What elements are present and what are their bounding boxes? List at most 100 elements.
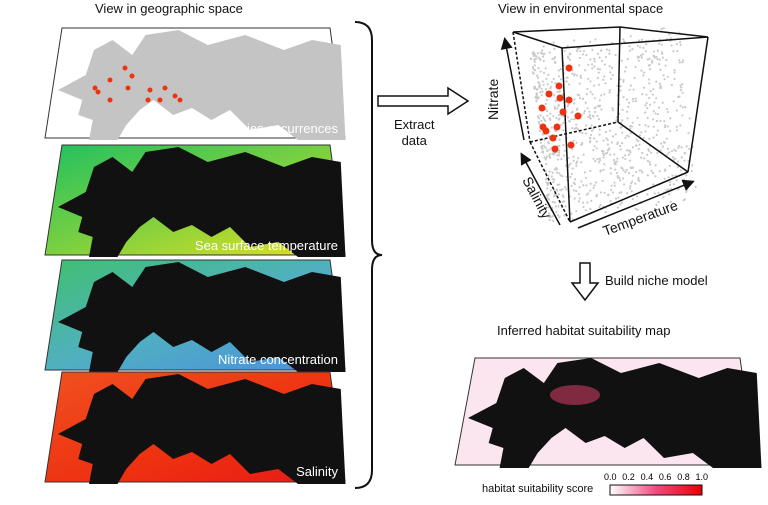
background-point: [645, 102, 648, 105]
background-point: [545, 98, 549, 102]
background-point: [628, 88, 631, 91]
background-point: [581, 131, 584, 135]
background-point: [576, 128, 579, 131]
background-point: [559, 189, 562, 192]
background-point: [583, 171, 586, 174]
background-point: [612, 158, 616, 162]
temperature-axis-arrow: [577, 179, 695, 229]
background-point: [563, 49, 566, 53]
background-point: [553, 47, 556, 50]
background-point: [535, 100, 538, 103]
background-point: [669, 183, 672, 187]
background-point: [624, 66, 628, 69]
background-point: [548, 218, 551, 222]
background-point: [589, 113, 592, 116]
background-point: [652, 125, 655, 128]
background-point: [682, 59, 685, 62]
background-point: [542, 71, 546, 74]
background-point: [627, 149, 631, 152]
background-point: [592, 148, 595, 152]
background-point: [624, 154, 627, 157]
background-point: [622, 38, 625, 41]
background-point: [567, 103, 570, 106]
background-point: [576, 93, 579, 96]
background-point: [570, 118, 573, 121]
background-point: [594, 38, 597, 41]
background-point: [569, 175, 572, 179]
background-point: [625, 134, 629, 137]
background-point: [625, 149, 628, 152]
background-point: [557, 69, 560, 72]
background-point: [618, 179, 622, 182]
background-point: [681, 83, 684, 86]
background-point: [681, 61, 684, 64]
background-point: [610, 141, 614, 144]
background-point: [570, 172, 573, 176]
background-point: [662, 27, 665, 30]
background-point: [648, 97, 651, 100]
background-point: [557, 118, 560, 121]
background-point: [608, 129, 612, 132]
layer-label: Salinity: [296, 464, 338, 479]
background-point: [669, 37, 672, 40]
background-point: [658, 82, 661, 85]
background-point: [598, 105, 601, 108]
environmental-space-plot: Nitrate Salinity Temperature: [485, 26, 709, 239]
background-point: [623, 40, 626, 43]
background-point: [556, 154, 559, 157]
background-point: [545, 181, 548, 184]
background-point: [582, 184, 585, 187]
background-point: [564, 164, 568, 167]
background-point: [673, 148, 676, 151]
layer-label: Sea surface temperature: [195, 238, 338, 253]
background-point: [652, 88, 655, 91]
background-point: [646, 106, 649, 110]
background-point: [583, 109, 586, 113]
background-point: [637, 140, 640, 143]
background-point: [615, 171, 619, 175]
background-point: [623, 70, 627, 73]
background-point: [543, 145, 546, 148]
title-environmental: View in environmental space: [498, 1, 664, 16]
background-point: [550, 175, 553, 178]
background-point: [556, 158, 560, 161]
background-point: [542, 45, 545, 48]
background-point: [562, 195, 565, 198]
legend-tick: 0.8: [677, 472, 690, 482]
occurrence-point: [92, 85, 98, 91]
background-point: [676, 49, 679, 53]
background-point: [652, 54, 655, 57]
background-point: [556, 107, 559, 110]
background-point: [642, 71, 646, 74]
background-point: [609, 77, 613, 80]
background-point: [631, 166, 634, 169]
background-point: [611, 107, 614, 110]
legend-tick: 0.6: [658, 472, 672, 482]
background-point: [636, 55, 640, 58]
background-point: [616, 176, 619, 179]
background-point: [678, 41, 682, 44]
background-point: [607, 148, 610, 151]
background-point: [540, 94, 543, 97]
background-point: [544, 158, 547, 161]
background-point: [575, 189, 578, 193]
background-point: [577, 200, 581, 203]
background-point: [591, 93, 594, 96]
background-point: [593, 97, 596, 100]
background-point: [596, 157, 599, 161]
background-point: [553, 168, 556, 171]
background-point: [586, 201, 589, 204]
background-point: [678, 144, 681, 148]
background-point: [568, 53, 571, 56]
background-point: [649, 89, 652, 93]
background-point: [593, 145, 596, 148]
background-point: [655, 133, 658, 137]
background-point: [564, 186, 567, 189]
background-point: [580, 180, 583, 183]
background-point: [646, 174, 649, 177]
background-point: [567, 83, 571, 86]
background-point: [628, 49, 632, 52]
background-point: [584, 176, 588, 180]
occurrence-point: [172, 93, 178, 99]
background-point: [547, 141, 550, 145]
